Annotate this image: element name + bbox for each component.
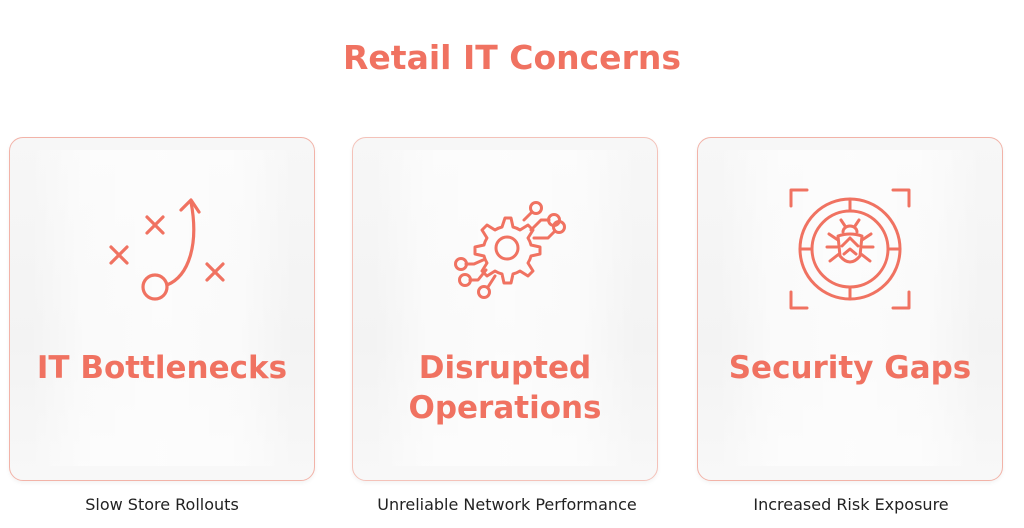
page-title: Retail IT Concerns	[343, 38, 681, 77]
card-caption: Slow Store Rollouts	[85, 495, 239, 514]
card-security-gaps: Security Gaps	[697, 137, 1003, 481]
card-title-line-1: Disrupted	[418, 350, 592, 386]
card-title-line-2: Operations	[408, 390, 602, 426]
card-title: Disrupted Operations	[353, 348, 657, 428]
gear-network-icon	[440, 184, 570, 314]
play-strategy-icon	[97, 184, 227, 314]
card-title: Security Gaps	[728, 350, 972, 386]
card-caption: Increased Risk Exposure	[753, 495, 949, 514]
card-title: IT Bottlenecks	[36, 350, 288, 386]
card-it-bottlenecks: IT Bottlenecks	[9, 137, 315, 481]
card-disrupted-operations: Disrupted Operations	[352, 137, 658, 481]
card-caption: Unreliable Network Performance	[377, 495, 637, 514]
bug-target-icon	[785, 184, 915, 314]
card-sheen	[30, 150, 294, 466]
card-sheen	[373, 150, 637, 466]
